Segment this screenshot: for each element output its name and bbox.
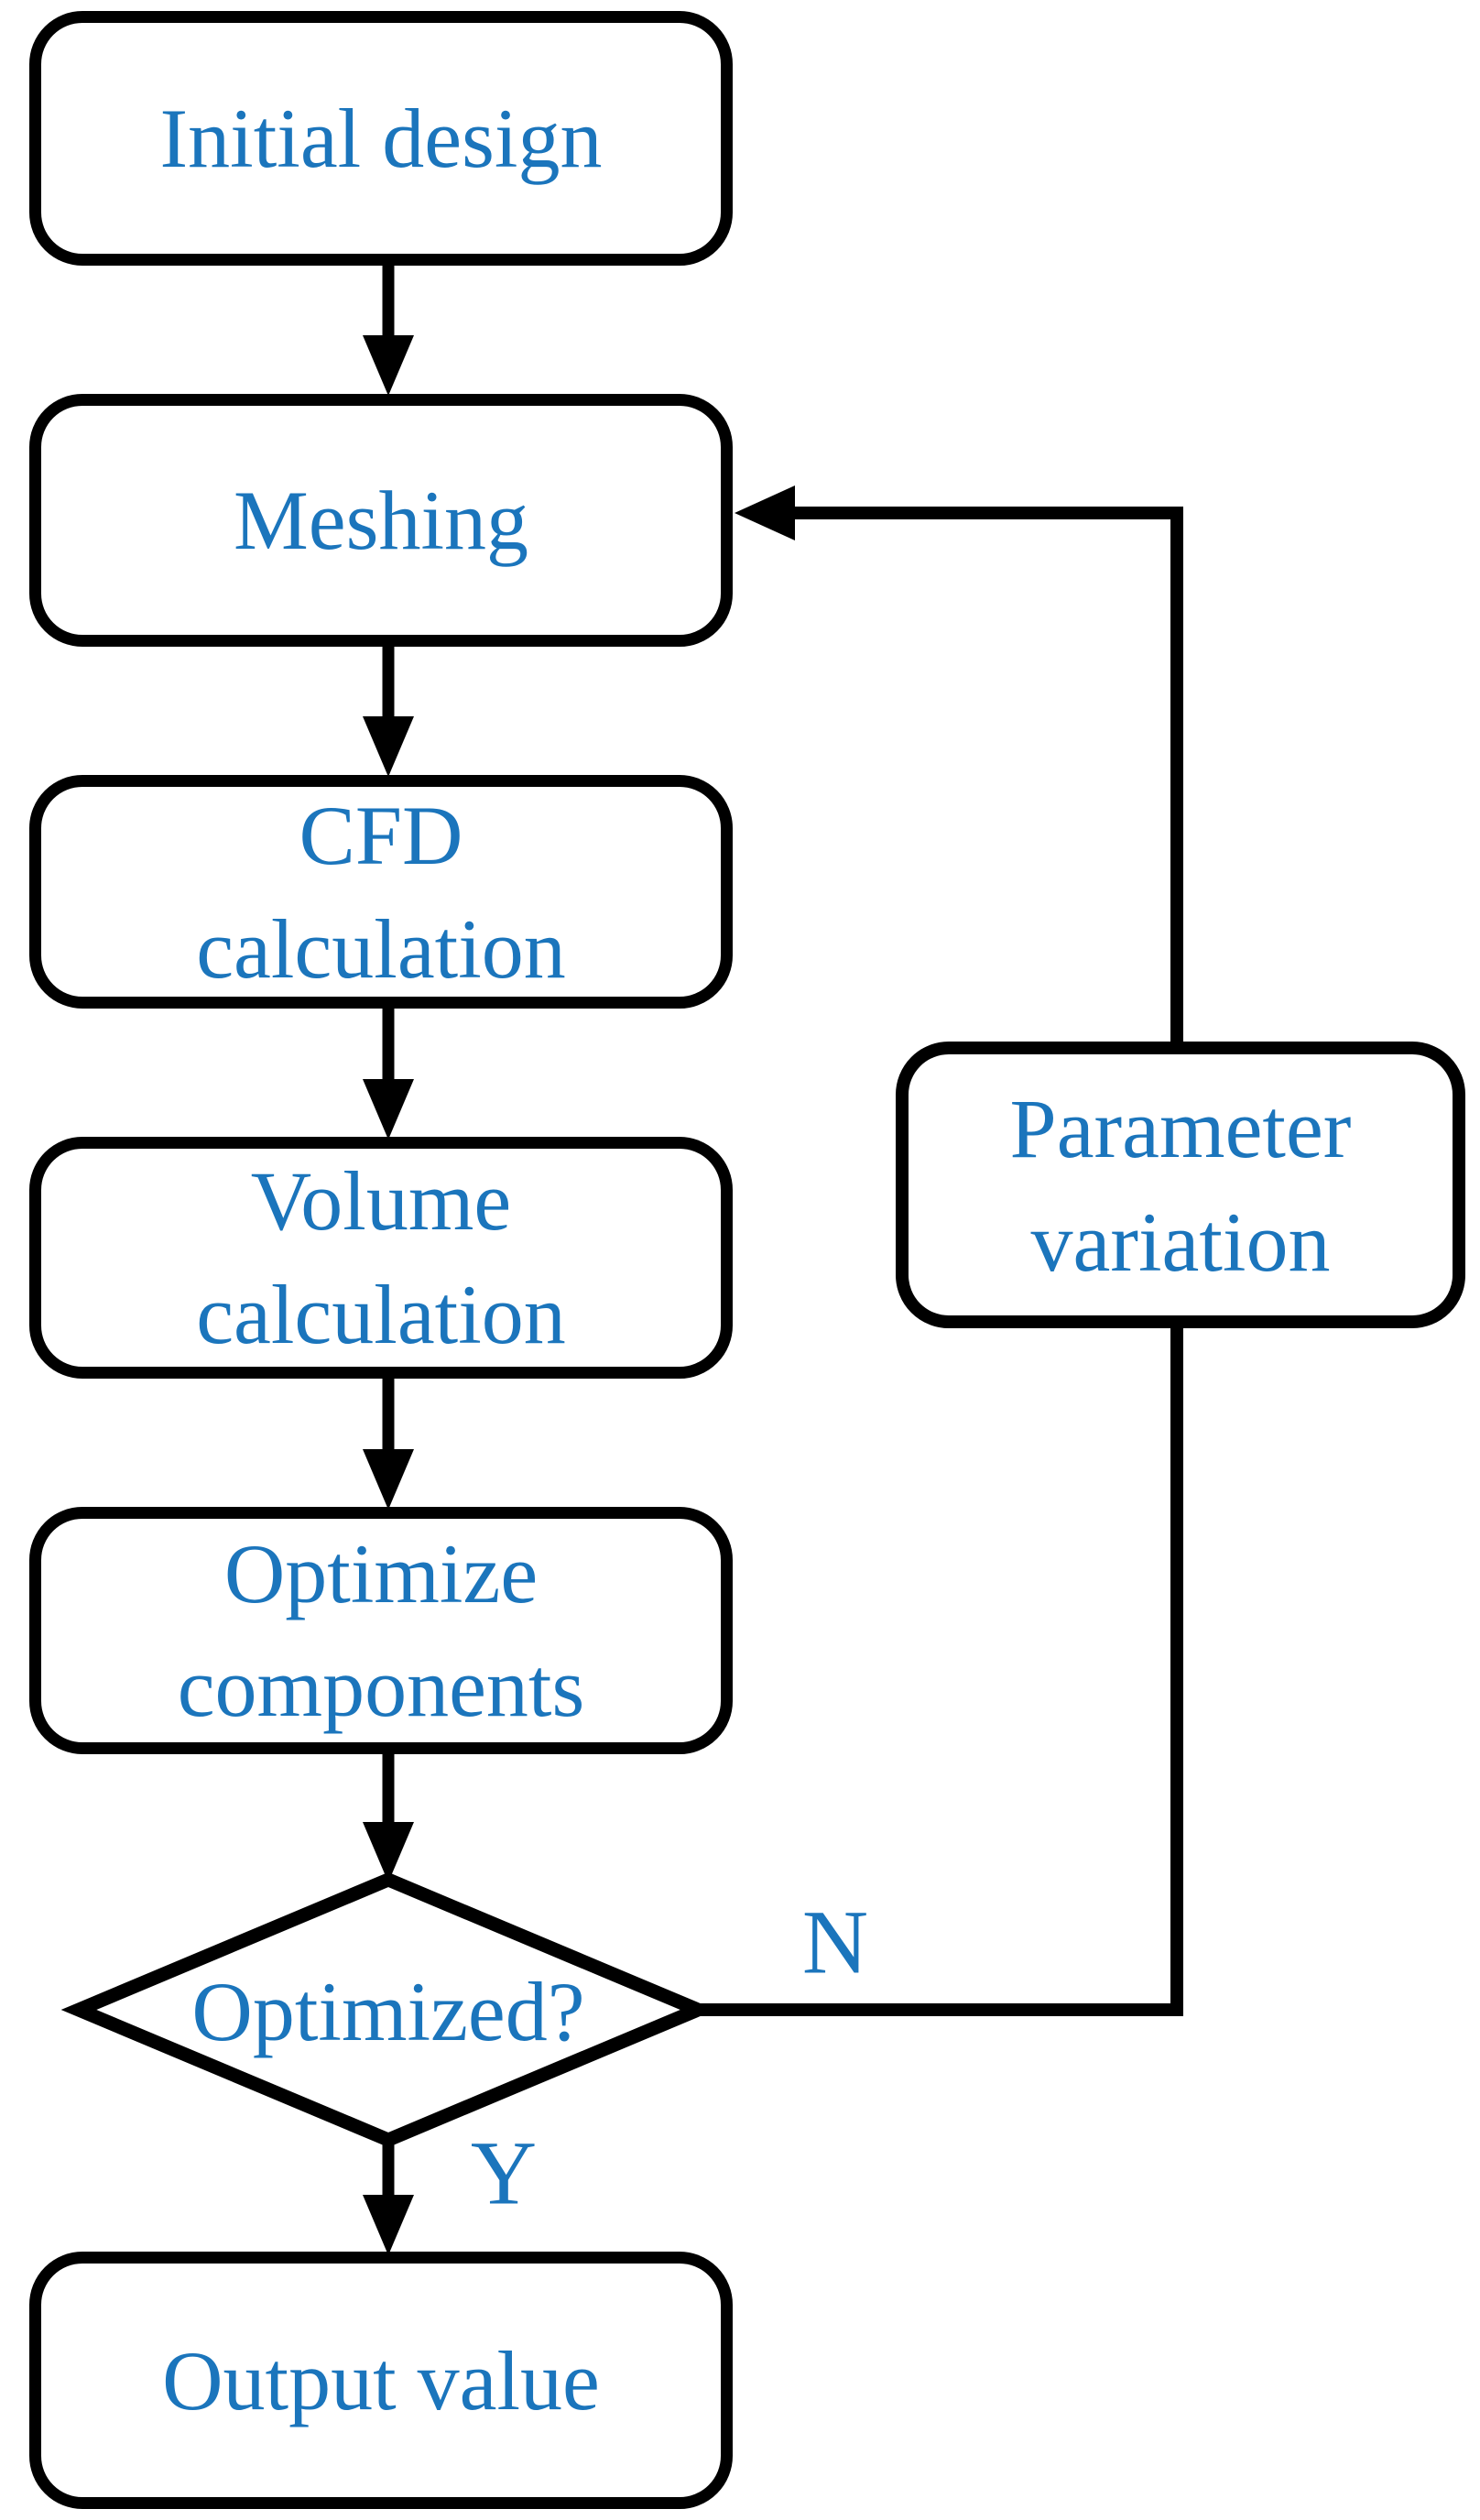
- arrowhead-down-icon: [363, 1079, 414, 1140]
- arrowhead-down-icon: [363, 2195, 414, 2255]
- node-cfd-calculation: CFD calculation: [29, 775, 733, 1009]
- node-parameter-variation-label-line1: Parameter: [1009, 1081, 1352, 1175]
- node-meshing-label: Meshing: [234, 474, 528, 567]
- node-meshing: Meshing: [29, 394, 733, 647]
- arrowhead-down-icon: [363, 335, 414, 396]
- node-initial-design-label: Initial design: [159, 92, 603, 185]
- arrowhead-down-icon: [363, 716, 414, 777]
- node-parameter-variation-label-line2: variation: [1030, 1195, 1331, 1289]
- node-optimize-components-label-line1: Optimize: [223, 1527, 539, 1620]
- arrowhead-left-icon: [735, 485, 795, 540]
- node-cfd-calculation-label-line2: calculation: [196, 901, 566, 996]
- node-volume-calculation-label-line2: calculation: [196, 1268, 566, 1361]
- node-optimize-components-label-line2: components: [177, 1641, 585, 1734]
- node-output-value: Output value: [29, 2252, 733, 2509]
- node-optimize-components: Optimize components: [29, 1507, 733, 1754]
- node-decision-label: Optimized?: [191, 1965, 585, 2058]
- node-output-value-label: Output value: [162, 2333, 600, 2427]
- branch-yes-label: Y: [470, 2122, 538, 2224]
- node-volume-calculation: Volume calculation: [29, 1137, 733, 1379]
- node-initial-design: Initial design: [29, 11, 733, 266]
- arrowhead-down-icon: [363, 1822, 414, 1882]
- branch-no-label: N: [801, 1891, 869, 1993]
- node-parameter-variation: Parameter variation: [896, 1042, 1465, 1328]
- node-cfd-calculation-label-line1: CFD: [299, 788, 463, 882]
- arrowhead-down-icon: [363, 1449, 414, 1510]
- node-volume-calculation-label-line1: Volume: [250, 1154, 512, 1248]
- decision-diamond-shape: [60, 1871, 716, 2148]
